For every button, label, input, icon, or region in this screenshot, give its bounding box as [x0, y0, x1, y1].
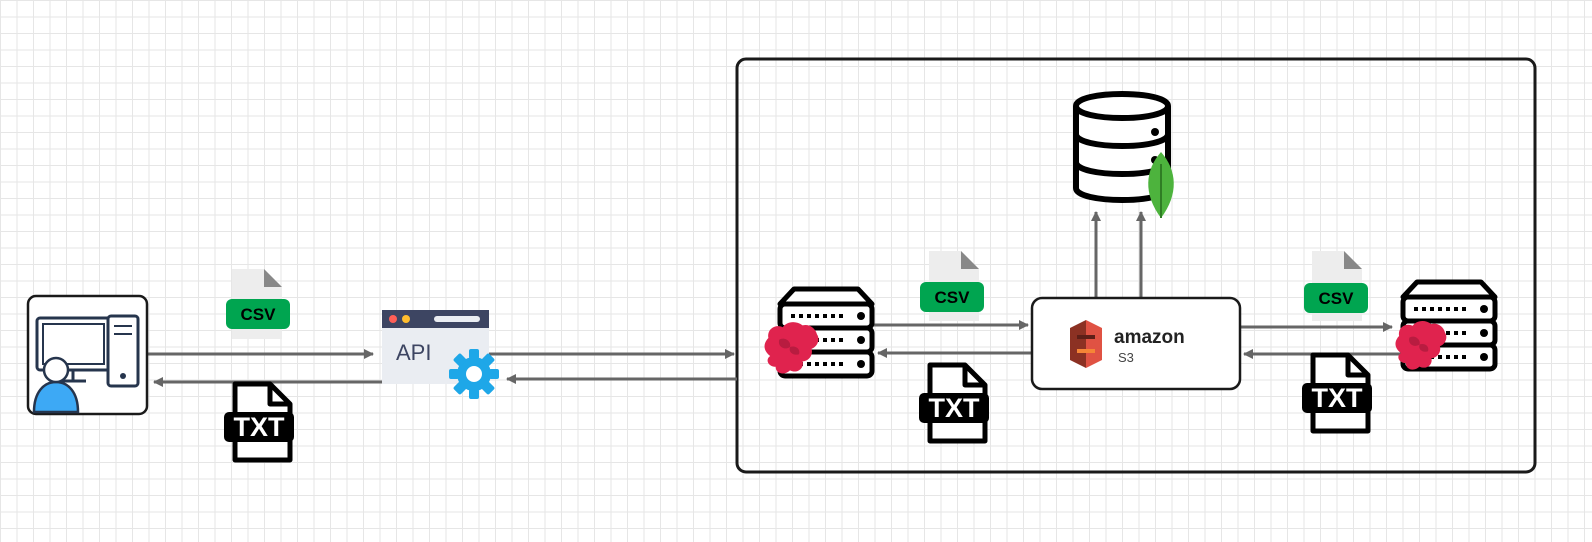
desktop-user-icon — [32, 314, 140, 414]
api-node: API — [382, 310, 499, 399]
txt-label: TXT — [929, 393, 981, 423]
s3-node: amazon S3 — [1030, 296, 1242, 391]
csv-badge — [1304, 283, 1368, 313]
csv-label: CSV — [935, 288, 971, 307]
csv-file-upload: CSV — [920, 251, 984, 321]
txt-label: TXT — [234, 412, 286, 442]
gear-icon — [449, 349, 499, 399]
server-nestjs-icon — [764, 289, 872, 376]
txt-file-response: TXT — [224, 384, 294, 460]
s3-brand: amazon — [1114, 327, 1185, 348]
csv-file-worker: CSV — [1304, 251, 1368, 321]
api-label: API — [396, 340, 431, 365]
csv-badge — [920, 282, 984, 312]
csv-file-request: CSV — [226, 269, 290, 339]
txt-file-worker: TXT — [1302, 355, 1372, 431]
aws-s3-bucket-icon — [1070, 320, 1102, 368]
csv-label: CSV — [1319, 289, 1355, 308]
connectors — [147, 211, 1402, 387]
s3-service: S3 — [1118, 350, 1134, 365]
services-boundary — [735, 57, 1537, 474]
txt-label: TXT — [1312, 383, 1364, 413]
csv-label: CSV — [241, 305, 277, 324]
csv-badge — [226, 299, 290, 329]
txt-file-output: TXT — [919, 365, 989, 441]
database-mongodb-icon — [1073, 91, 1174, 218]
worker-server-nestjs-icon — [1395, 282, 1495, 370]
client-node — [26, 294, 149, 416]
